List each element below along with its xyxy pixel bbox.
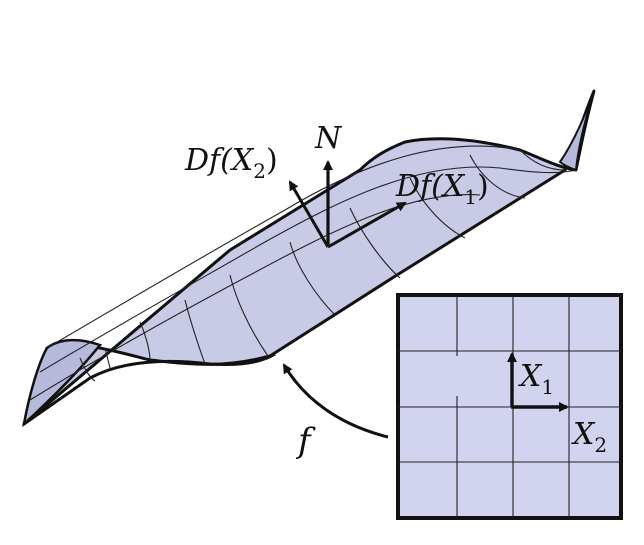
wavy-surface (22, 89, 596, 428)
surface-grid (29, 145, 577, 401)
parameter-square (396, 293, 623, 520)
df-x1-label: Df(X1) (395, 169, 489, 209)
x2-label: X2 (571, 417, 607, 457)
x2-subscript: 2 (594, 433, 607, 457)
normal-label: N (314, 121, 343, 156)
df-x2-prefix: Df(X (184, 143, 255, 178)
x1-subscript: 1 (541, 375, 554, 399)
map-label: f (295, 421, 316, 461)
df-x2-vector (288, 180, 330, 248)
df-x1-prefix: Df(X (395, 169, 466, 204)
surface-right-curl (558, 90, 595, 172)
tangent-vectors (288, 160, 407, 249)
df-x1-vector (327, 201, 407, 249)
df-x2-subscript: 2 (253, 159, 266, 183)
df-x1-suffix: ) (477, 169, 489, 204)
grid-gap (451, 356, 463, 396)
x1-label: X1 (518, 359, 554, 399)
x1-base: X (518, 359, 543, 394)
df-x1-subscript: 1 (464, 185, 477, 209)
df-x2-suffix: ) (266, 143, 278, 178)
x2-base: X (571, 417, 596, 452)
df-x2-label: Df(X2) (184, 143, 278, 183)
map-arrow (282, 363, 389, 439)
surface-left-curl (22, 338, 103, 428)
surface-front-edge (23, 352, 276, 426)
